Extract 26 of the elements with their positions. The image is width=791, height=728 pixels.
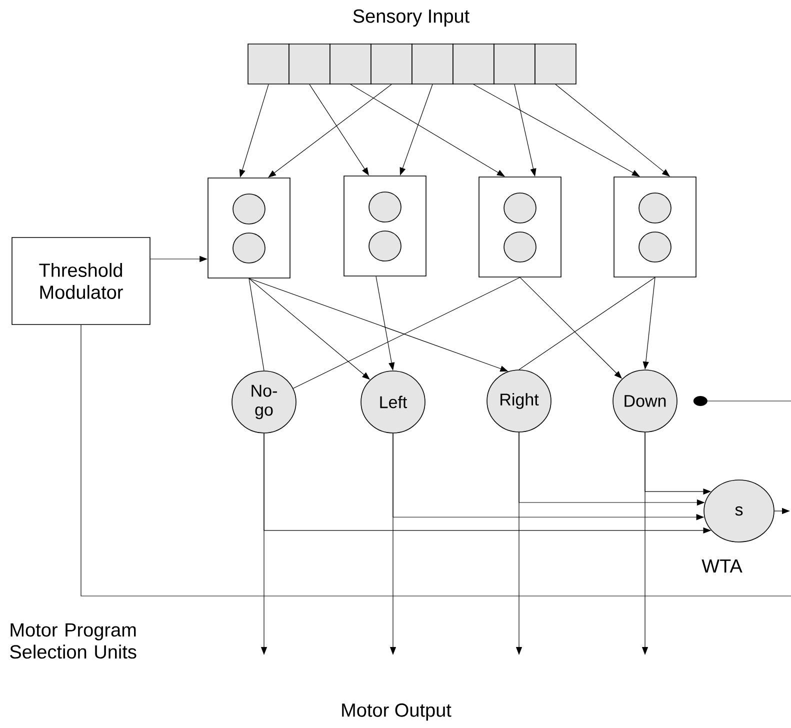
input-cell: [248, 44, 290, 84]
neuron-circle: [368, 230, 402, 262]
neuron-circle: [232, 194, 266, 224]
input-cell: [370, 44, 412, 84]
input-cell: [330, 44, 372, 84]
neuron-circle: [638, 192, 672, 224]
neuron-circle: [504, 232, 536, 262]
input-cell: [494, 44, 536, 84]
connection-line: [80, 324, 791, 596]
connection-line: [292, 277, 520, 389]
output-label: Motor Output: [342, 703, 452, 721]
connection-line: [518, 277, 656, 370]
neuron-circle: [232, 232, 266, 264]
connection-line: [248, 278, 264, 371]
input-cell: [534, 44, 576, 84]
dot-connector: [693, 396, 791, 406]
neuron-circle: [638, 232, 672, 262]
neuron-circle: [368, 192, 402, 222]
modulator-box: Threshold Modulator: [12, 237, 150, 325]
input-cell: [288, 44, 330, 84]
input-label: Sensory Input: [353, 9, 470, 27]
section-label: Motor Program Selection Units: [10, 623, 136, 659]
input-cell: [412, 44, 454, 84]
input-cell: [452, 44, 494, 84]
neuron-circle: [504, 192, 536, 224]
wta-label: WTA: [702, 559, 742, 573]
